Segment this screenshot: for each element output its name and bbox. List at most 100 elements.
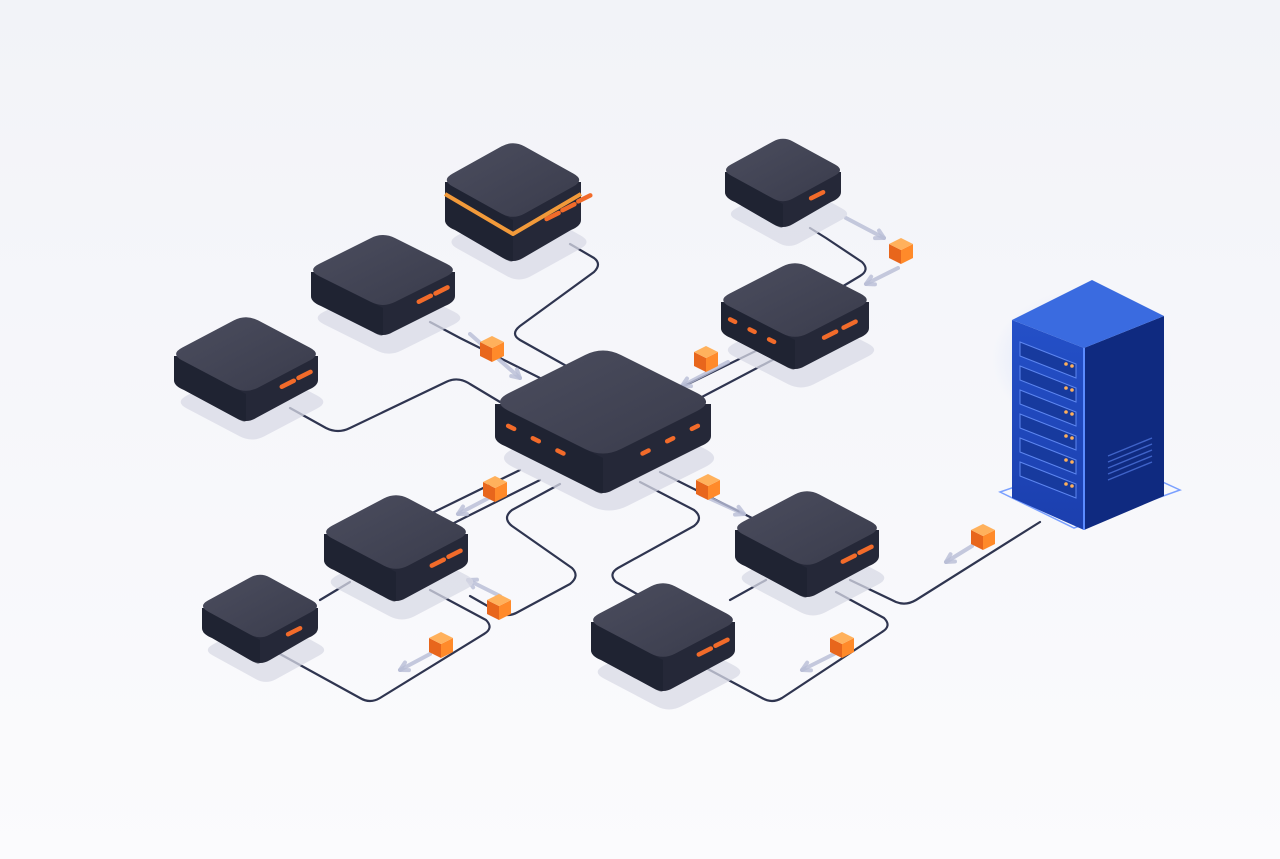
flow-arrow-head xyxy=(398,660,411,673)
flow-arrow xyxy=(398,652,432,673)
node-layer xyxy=(174,138,885,710)
server-vent xyxy=(1107,455,1153,475)
node-led xyxy=(727,317,738,325)
packet-face-top xyxy=(696,474,720,486)
packet-face-right xyxy=(492,342,504,362)
node-top xyxy=(593,583,733,657)
node-left-face xyxy=(311,272,383,336)
packet-face-top xyxy=(971,524,995,536)
node-led xyxy=(747,327,757,335)
packet-face-left xyxy=(694,352,706,372)
node-left-face xyxy=(324,534,396,602)
server-unit xyxy=(1019,389,1077,427)
server-vent xyxy=(1107,437,1153,457)
flow-arrow-shaft xyxy=(680,360,730,388)
node-top xyxy=(723,263,867,337)
flow-arrow-head xyxy=(509,367,522,380)
server-led xyxy=(1070,484,1074,488)
packet-face-right xyxy=(706,352,718,372)
server-led xyxy=(1064,482,1068,486)
node-led xyxy=(555,448,566,456)
node-led xyxy=(285,625,303,637)
flow-arrow-shaft xyxy=(944,544,974,564)
server-unit xyxy=(1019,413,1077,451)
data-packet xyxy=(429,632,453,658)
server-led xyxy=(1064,362,1068,366)
cable-hub-lowerleft-2 xyxy=(450,478,542,526)
packet-face-top xyxy=(483,476,507,488)
node-left xyxy=(174,317,324,440)
node-led xyxy=(689,423,701,432)
cable-right-topright xyxy=(808,226,867,302)
node-left-face xyxy=(725,172,783,228)
data-packet xyxy=(889,238,913,264)
cable-hub-left xyxy=(288,378,502,433)
node-left-face xyxy=(495,404,603,494)
packet-face-left xyxy=(480,342,492,362)
node-led xyxy=(433,285,450,296)
data-packet xyxy=(480,336,504,362)
packet-face-left xyxy=(971,530,983,550)
data-packet xyxy=(487,594,511,620)
server-led xyxy=(1064,458,1068,462)
node-led xyxy=(446,548,463,560)
node-top xyxy=(446,143,580,217)
server-unit xyxy=(1019,341,1077,379)
server-vent xyxy=(1107,443,1153,463)
server-vent xyxy=(1107,461,1153,481)
flow-arrow xyxy=(944,544,974,564)
node-top xyxy=(725,138,841,202)
node-top xyxy=(313,235,453,305)
server-side xyxy=(1084,316,1164,530)
node-led xyxy=(713,637,730,648)
node-top-right xyxy=(725,138,848,246)
packet-layer xyxy=(429,238,995,658)
node-led xyxy=(560,201,577,213)
server-led xyxy=(1070,460,1074,464)
node-led xyxy=(505,423,517,432)
cable-lowerright-server xyxy=(848,520,1042,605)
flow-arrow-head xyxy=(733,504,746,517)
node-top xyxy=(202,574,318,638)
packet-face-right xyxy=(495,482,507,502)
node-led xyxy=(279,378,297,389)
node-left-face xyxy=(735,530,807,598)
packet-face-top xyxy=(830,632,854,644)
packet-face-top xyxy=(694,346,718,358)
data-packet xyxy=(483,476,507,502)
cable-lowerright-bottomcenter-2 xyxy=(704,590,889,703)
node-right xyxy=(721,263,875,388)
node-left-face xyxy=(174,356,246,422)
node-led xyxy=(576,193,593,204)
node-top-highlighted xyxy=(443,143,593,280)
node-led xyxy=(640,448,651,456)
server-led xyxy=(1070,364,1074,368)
server-unit xyxy=(1019,461,1077,499)
packet-face-right xyxy=(441,638,453,658)
node-lower-left xyxy=(324,495,474,620)
node-top xyxy=(326,495,466,569)
flow-arrow-head xyxy=(800,660,813,673)
server-led xyxy=(1064,434,1068,438)
flow-arrow-shaft xyxy=(466,578,502,598)
node-hub xyxy=(495,350,715,511)
data-packet xyxy=(971,524,995,550)
node-bottom-left xyxy=(202,574,325,682)
flow-arrow-shaft xyxy=(864,266,900,286)
node-highlight-band xyxy=(443,192,583,236)
packet-face-left xyxy=(830,638,842,658)
node-bottom-center xyxy=(591,583,741,710)
packet-face-left xyxy=(483,482,495,502)
server-unit xyxy=(1019,365,1077,403)
node-led xyxy=(429,557,447,568)
node-led xyxy=(857,544,874,556)
flow-arrow-head xyxy=(456,504,469,517)
packet-face-left xyxy=(696,480,708,500)
server-vent xyxy=(1107,449,1153,469)
flow-arrow-head xyxy=(864,274,877,287)
node-left-face xyxy=(202,608,260,664)
flow-arrow-shaft xyxy=(800,652,836,672)
packet-face-top xyxy=(429,632,453,644)
